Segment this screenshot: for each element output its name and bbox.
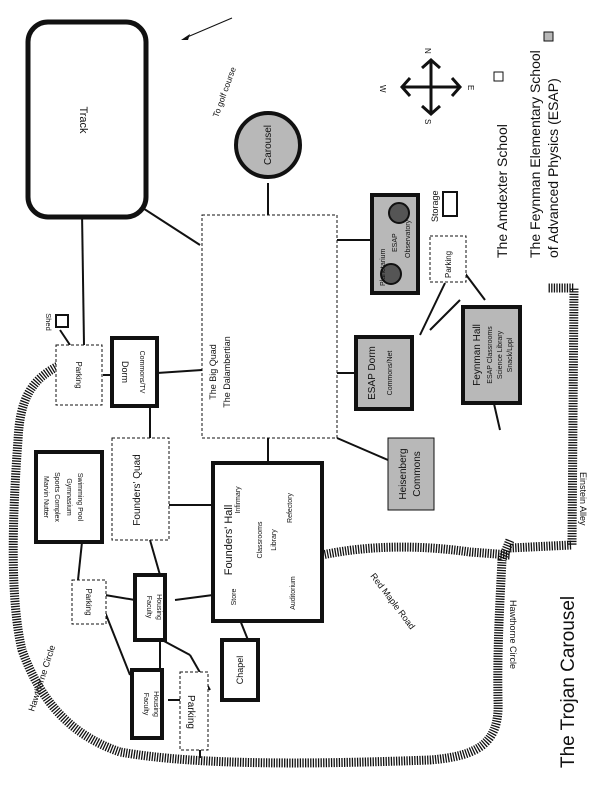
compass-s: S [423,119,432,124]
hawthorne-circle-road [8,360,515,768]
big-quad: The Big Quad The Dalambertian [201,214,338,439]
parking-lot-dorm-label: Parking [74,361,83,388]
compass-w: W [378,85,387,93]
founders-hall-store: Store [231,589,238,606]
faculty-housing-1-line1: Faculty [145,596,152,619]
parking-lot-chapel: Parking [179,671,209,751]
heisenberg-commons: Heisenberg Commons [387,437,435,511]
dorm-name: Dorm [120,361,130,383]
sports-line1: Marvin Nutter [42,476,49,519]
faculty-housing-2-line1: Faculty [142,693,149,716]
compass-e: E [466,85,475,90]
faculty-housing-1: Faculty Housing [133,573,167,642]
founders-quad: Founders' Quad [111,437,170,541]
legend-amdexter-swatch [493,71,504,82]
big-quad-line1: The Big Quad [208,344,218,400]
golf-course-pointer: To golf course [181,17,238,119]
road-einstein-alley: Einstein Alley [578,472,588,526]
einstein-alley-road [509,283,579,553]
parking-lot-chapel-label: Parking [185,695,196,729]
founders-quad-label: Founders' Quad [132,454,143,525]
founders-hall-name: Founders' Hall [223,505,235,576]
observatory-building: Planetarium ESAP Observatory [370,193,420,295]
dorm-sub: Commons/TV [138,351,145,394]
faculty-housing-2: Faculty Housing [130,668,164,740]
feynman-hall-line3: Snack/Lppl [507,337,514,372]
track: Track [25,19,149,220]
shed-label: Shed [44,313,53,331]
sports-line4: Swimming Pool [76,473,83,522]
feynman-hall-line1: ESAP Classrooms [487,326,494,384]
road-hawthorne-circle-east: Hawthorne Circle [508,600,518,669]
dorm: Dorm Commons/TV [110,336,159,408]
carousel-label: Carousel [263,125,274,165]
chapel: Chapel [220,638,260,702]
observatory-observatory: Observatory [405,219,412,258]
map-title: The Trojan Carousel [558,596,579,768]
observatory-esap: ESAP [392,233,399,252]
chapel-label: Chapel [235,656,245,685]
compass-n: N [423,48,432,54]
golf-course-label: To golf course [210,65,238,118]
track-label: Track [77,106,89,134]
big-quad-line2: The Dalambertian [222,336,232,408]
compass-rose [399,57,463,117]
road-red-maple: Red Maple Road [368,571,417,631]
founders-hall: Founders' Hall Infirmary Refectory Class… [211,461,324,623]
founders-hall-library: Library [271,529,278,551]
sports-complex: Marvin Nutter Sports Complex Gymnasium S… [34,450,104,544]
parking-lot-esap: Parking [429,235,467,283]
parking-lot-faculty-label: Parking [84,588,93,615]
heisenberg-line2: Commons [412,451,423,497]
red-maple-road [321,542,511,560]
storage-label: Storage [430,190,440,222]
parking-lot-faculty: Parking [71,579,107,625]
founders-hall-classrooms: Classrooms [257,521,264,558]
legend-feynman-line2: of Advanced Physics (ESAP) [545,78,561,258]
faculty-housing-1-line2: Housing [155,594,162,620]
carousel: Carousel [234,111,302,179]
feynman-hall-line2: Science Library [497,330,504,379]
legend-feynman-line1: The Feynman Elementary School [527,50,543,258]
legend-amdexter: The Amdexter School [494,124,510,258]
founders-hall-infirmary: Infirmary [235,486,242,514]
founders-hall-auditorium: Auditorium [290,576,297,610]
observatory-planetarium: Planetarium [380,248,387,286]
shed: Shed [44,313,69,331]
sports-line3: Gymnasium [65,478,72,516]
heisenberg-line1: Heisenberg [398,448,409,499]
esap-dorm-sub: Commons/Net [387,351,394,396]
feynman-hall-name: Feynman Hall [472,324,483,386]
parking-lot-esap-label: Parking [444,251,453,278]
faculty-housing-2-line2: Housing [152,691,159,717]
storage: Storage [430,190,458,222]
legend: The Amdexter School The Feynman Elementa… [493,31,561,258]
feynman-hall: Feynman Hall ESAP Classrooms Science Lib… [461,305,522,405]
sports-line2: Sports Complex [53,472,60,522]
founders-hall-refectory: Refectory [287,493,294,523]
parking-lot-dorm: Parking [55,344,103,406]
esap-dorm: ESAP Dorm Commons/Net [354,335,414,411]
legend-esap-swatch [543,31,554,42]
esap-dorm-name: ESAP Dorm [367,346,378,400]
